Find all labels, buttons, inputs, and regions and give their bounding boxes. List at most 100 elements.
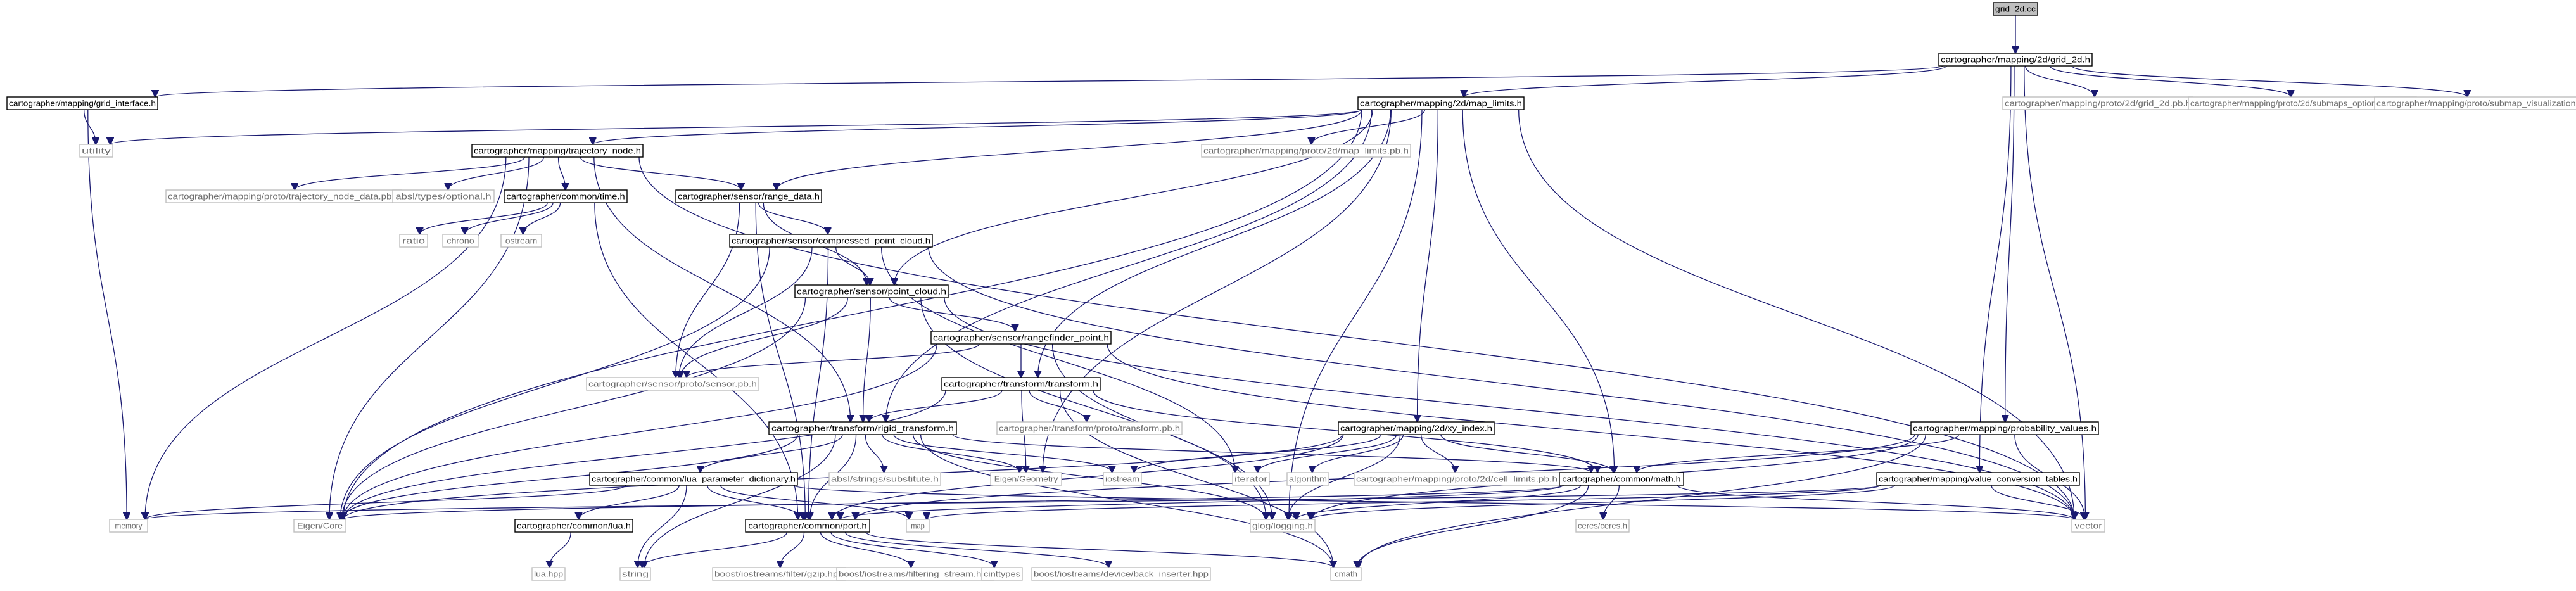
- edge-transform-h-to-rigid-transform-h: [869, 390, 1003, 422]
- edge-compressed-point-cloud-h-to-eigen-core: [340, 246, 770, 519]
- node-label: cartographer/mapping/proto/2d/cell_limit…: [1356, 474, 1558, 484]
- node-label: Eigen/Geometry: [994, 474, 1058, 484]
- node-map-limits-h[interactable]: cartographer/mapping/2d/map_limits.h: [1357, 96, 1525, 110]
- node-lua-param-dict-h[interactable]: cartographer/common/lua_parameter_dictio…: [589, 472, 798, 486]
- edge-trajectory-node-h-to-rigid-transform-h: [593, 156, 851, 422]
- edge-value-conv-h-to-vector: [1991, 485, 2084, 519]
- edge-range-data-h-to-port-h: [755, 202, 805, 519]
- node-label: ceres/ceres.h: [1578, 521, 1627, 531]
- node-box: [79, 144, 113, 158]
- edge-map-limits-h-to-eigen-geometry: [1043, 109, 1392, 473]
- node-label: cartographer/mapping/2d/grid_2d.h: [1941, 55, 2090, 65]
- edge-compressed-point-cloud-h-to-sensor-pb-h: [679, 246, 813, 378]
- edge-time-h-to-chrono: [465, 202, 554, 234]
- edge-math-h-to-glog-h: [1296, 485, 1582, 519]
- edge-compressed-point-cloud-h-to-iterator: [880, 246, 1235, 473]
- node-label: memory: [115, 521, 143, 531]
- edge-math-h-to-port-h: [840, 485, 1564, 519]
- node-box: [2071, 519, 2105, 533]
- node-box: [1357, 96, 1525, 110]
- node-port-h[interactable]: cartographer/common/port.h: [745, 519, 870, 533]
- node-xy-index-h[interactable]: cartographer/mapping/2d/xy_index.h: [1338, 421, 1495, 435]
- node-lua-h[interactable]: cartographer/common/lua.h: [514, 519, 633, 533]
- edge-point-cloud-h-to-sensor-pb-h: [681, 297, 848, 378]
- node-rangefinder-point-h[interactable]: cartographer/sensor/rangefinder_point.h: [930, 331, 1112, 345]
- node-box: [392, 189, 495, 203]
- node-time-h[interactable]: cartographer/common/time.h: [504, 189, 628, 203]
- node-probability-values-h[interactable]: cartographer/mapping/probability_values.…: [1910, 421, 2099, 435]
- edge-lua-param-dict-h-to-port-h: [706, 485, 803, 519]
- node-lua-hpp: lua.hpp: [531, 567, 566, 581]
- edge-trajectory-node-h-to-eigen-core: [329, 156, 530, 519]
- edge-trajectory-node-h-to-memory: [145, 156, 507, 519]
- node-box: [1910, 421, 2099, 435]
- edge-xy-index-h-to-iterator: [1257, 434, 1397, 473]
- edge-port-h-to-gzip-hpp: [780, 531, 805, 568]
- node-label: cartographer/mapping/proto/trajectory_no…: [168, 192, 400, 201]
- edge-point-cloud-h-to-rangefinder-point-h: [889, 297, 1015, 331]
- node-label: boost/iostreams/filtering_stream.hpp: [839, 569, 992, 579]
- edge-trajectory-node-h-to-optional-h: [448, 156, 545, 190]
- edge-value-conv-h-to-glog-h: [1310, 485, 1895, 519]
- node-utility: utility: [79, 144, 113, 158]
- node-math-h[interactable]: cartographer/common/math.h: [1559, 472, 1684, 486]
- edge-time-h-to-port-h: [594, 202, 798, 519]
- node-box: [1250, 519, 1316, 533]
- node-box: [589, 472, 798, 486]
- edge-map-limits-h-to-map-limits-pb-h: [1312, 109, 1426, 144]
- node-label: glog/logging.h: [1252, 521, 1313, 531]
- node-compressed-point-cloud-h[interactable]: cartographer/sensor/compressed_point_clo…: [729, 234, 933, 248]
- node-label: cartographer/common/lua_parameter_dictio…: [592, 474, 796, 484]
- node-cell-limits-pb-h: cartographer/mapping/proto/2d/cell_limit…: [1354, 472, 1560, 486]
- node-eigen-core: Eigen/Core: [293, 519, 346, 533]
- node-label: iostream: [1105, 474, 1139, 484]
- node-label: cartographer/sensor/point_cloud.h: [797, 287, 946, 296]
- edge-port-h-to-string: [642, 531, 788, 568]
- node-rigid-transform-h[interactable]: cartographer/transform/rigid_transform.h: [768, 421, 957, 435]
- edge-rigid-transform-h-to-eigen-geometry: [882, 434, 1020, 473]
- node-trajectory-node-h[interactable]: cartographer/mapping/trajectory_node.h: [471, 144, 644, 158]
- node-box: [442, 234, 479, 248]
- node-iterator: iterator: [1232, 472, 1270, 486]
- node-box: [930, 331, 1112, 345]
- node-grid-2d-h[interactable]: cartographer/mapping/2d/grid_2d.h: [1938, 53, 2093, 67]
- edge-trajectory-node-h-to-time-h: [557, 156, 566, 190]
- edge-point-cloud-h-to-eigen-core: [342, 297, 806, 519]
- edge-time-h-to-ostream: [523, 202, 561, 234]
- node-box: [768, 421, 957, 435]
- edge-grid-2d-h-to-submap-vis-pb-h: [2071, 65, 2467, 97]
- node-cmath: cmath: [1330, 567, 1362, 581]
- node-filtering-stream-hpp: boost/iostreams/filtering_stream.hpp: [836, 567, 994, 581]
- node-label: cartographer/mapping/proto/submap_visual…: [2376, 99, 2576, 108]
- node-submap-vis-pb-h: cartographer/mapping/proto/submap_visual…: [2374, 96, 2576, 110]
- node-trajectory-node-data-pb-h: cartographer/mapping/proto/trajectory_no…: [165, 189, 402, 203]
- edge-grid-2d-h-to-grid-2d-pb-h: [2024, 65, 2095, 97]
- node-value-conv-h[interactable]: cartographer/mapping/value_conversion_ta…: [1876, 472, 2080, 486]
- edge-lua-param-dict-h-to-memory: [145, 485, 626, 519]
- edge-lua-h-to-lua-hpp: [550, 531, 571, 568]
- edge-transform-h-to-eigen-core: [343, 390, 946, 519]
- node-transform-h[interactable]: cartographer/transform/transform.h: [941, 377, 1101, 391]
- node-label: cartographer/mapping/value_conversion_ta…: [1879, 474, 2078, 484]
- edge-grid-2d-h-to-vector: [2024, 65, 2086, 519]
- edge-port-h-to-filtering-stream-hpp: [820, 531, 911, 568]
- node-grid-2d-cc[interactable]: grid_2d.cc: [1993, 2, 2038, 16]
- node-grid-2d-pb-h: cartographer/mapping/proto/2d/grid_2d.pb…: [2002, 96, 2193, 110]
- node-range-data-h[interactable]: cartographer/sensor/range_data.h: [675, 189, 822, 203]
- edge-range-data-h-to-sensor-pb-h: [676, 202, 740, 378]
- node-label: cartographer/sensor/compressed_point_clo…: [732, 236, 930, 246]
- node-box: [1286, 472, 1329, 486]
- node-box: [1201, 144, 1411, 158]
- node-point-cloud-h[interactable]: cartographer/sensor/point_cloud.h: [794, 284, 949, 298]
- edge-trajectory-node-h-to-range-data-h: [580, 156, 741, 190]
- node-label: cartographer/common/lua.h: [517, 521, 631, 531]
- node-label: grid_2d.cc: [1995, 4, 2036, 14]
- node-sensor-pb-h: cartographer/sensor/proto/sensor.pb.h: [586, 377, 759, 391]
- node-grid-interface-h[interactable]: cartographer/mapping/grid_interface.h: [6, 96, 158, 110]
- node-algorithm: algorithm: [1286, 472, 1329, 486]
- node-box: [1338, 421, 1495, 435]
- node-label: absl/types/optional.h: [395, 192, 491, 201]
- edge-point-cloud-h-to-rigid-transform-h: [863, 297, 871, 422]
- node-transform-pb-h: cartographer/transform/proto/transform.p…: [996, 421, 1183, 435]
